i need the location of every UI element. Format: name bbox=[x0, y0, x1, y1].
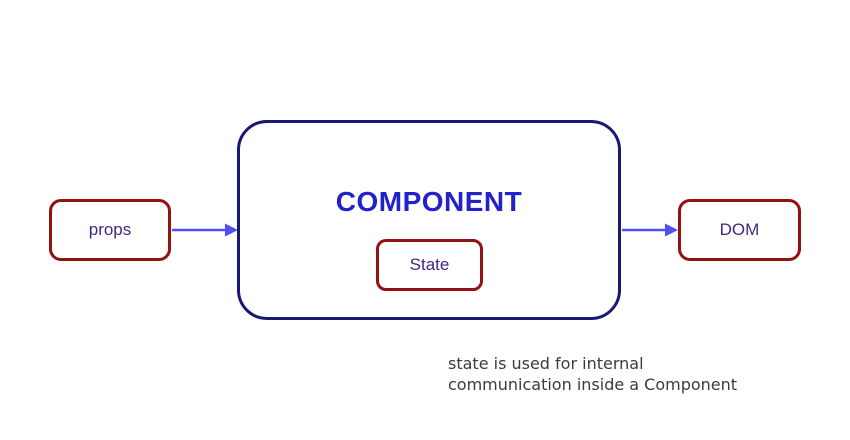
node-state-label: State bbox=[409, 255, 450, 274]
caption-line-2: communication inside a Component bbox=[448, 375, 738, 394]
node-props: props bbox=[49, 199, 171, 261]
node-component: COMPONENT State bbox=[237, 120, 621, 320]
component-title: COMPONENT bbox=[335, 186, 523, 217]
arrowhead-icon bbox=[665, 223, 678, 237]
node-state: State bbox=[376, 239, 483, 291]
arrowhead-icon bbox=[225, 223, 238, 237]
caption-line-1: state is used for internal bbox=[448, 354, 644, 373]
arrow-props-to-component bbox=[172, 223, 238, 237]
node-props-label: props bbox=[88, 220, 132, 239]
caption: state is used for internal communication… bbox=[448, 353, 737, 395]
arrow-component-to-dom bbox=[622, 223, 678, 237]
node-dom: DOM bbox=[678, 199, 801, 261]
node-dom-label: DOM bbox=[719, 220, 760, 239]
